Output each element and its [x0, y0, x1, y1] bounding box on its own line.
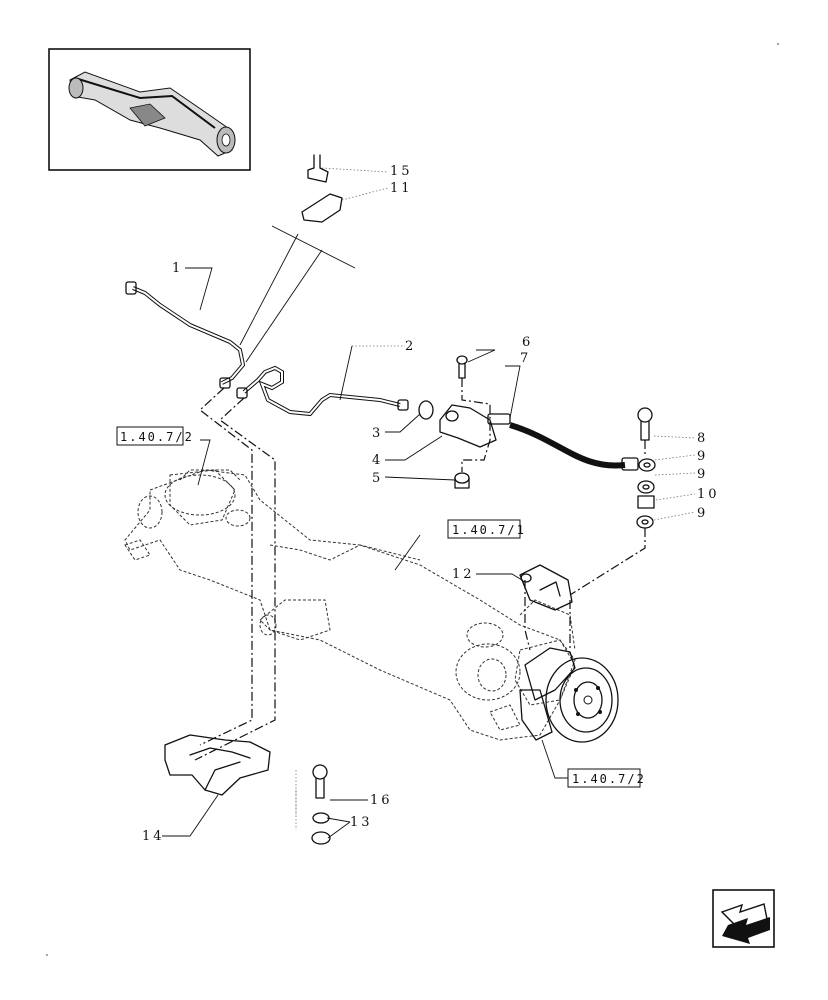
callout-8: 8 — [697, 431, 708, 446]
washer-9a — [638, 458, 656, 472]
nut-3 — [418, 400, 434, 420]
brake-pipe-2 — [236, 365, 409, 417]
bracket-14 — [164, 734, 271, 796]
thumbnail-inset — [48, 48, 251, 171]
assembly-lines — [194, 378, 646, 761]
next-page-arrow-icon — [720, 903, 770, 944]
nut-5 — [454, 472, 470, 489]
union-10 — [637, 495, 655, 509]
callout-11: 11 — [390, 181, 413, 196]
callout-9b: 9 — [697, 467, 708, 482]
reference-label: 1.40.7/2 — [120, 430, 194, 444]
callout-16: 16 — [370, 793, 393, 808]
callout-9a: 9 — [697, 449, 708, 464]
callout-7: 7 — [520, 351, 531, 366]
callout-13: 13 — [350, 815, 373, 830]
washer-9b — [637, 480, 655, 494]
callout-3: 3 — [372, 426, 383, 441]
washer-13a — [312, 812, 330, 824]
reference-label: 1.40.7/2 — [572, 772, 646, 786]
callout-14: 14 — [142, 829, 165, 844]
callout-12: 12 — [452, 567, 475, 582]
clip-15 — [307, 154, 329, 183]
callout-2: 2 — [405, 339, 416, 354]
bracket-11 — [301, 193, 343, 223]
callout-5: 5 — [372, 471, 383, 486]
stray-dot — [46, 954, 48, 956]
bolt-6 — [456, 355, 468, 379]
callout-4: 4 — [372, 453, 383, 468]
banjo-bolt-8 — [637, 407, 653, 441]
wheel-hub — [519, 647, 619, 743]
plate-12 — [519, 564, 573, 611]
washer-13b — [311, 831, 331, 845]
reference-label: 1.40.7/1 — [452, 523, 526, 537]
leader-lines — [162, 167, 696, 839]
axle-housing-outline — [124, 469, 576, 741]
callout-15: 15 — [390, 164, 413, 179]
stray-dot — [777, 43, 779, 45]
reference-box-2[interactable]: 1.40.7/1 — [447, 519, 526, 539]
washer-9c — [636, 515, 654, 529]
callout-1: 1 — [172, 261, 183, 276]
reference-box-1[interactable]: 1.40.7/2 — [116, 426, 194, 446]
callout-10: 10 — [697, 487, 720, 502]
axle-thumbnail-icon — [68, 71, 236, 157]
callout-9c: 9 — [697, 506, 708, 521]
callout-6: 6 — [522, 335, 533, 350]
next-page-button[interactable] — [712, 889, 775, 948]
bracket-4 — [439, 404, 497, 448]
reference-box-3[interactable]: 1.40.7/2 — [567, 768, 646, 788]
flex-hose-7 — [487, 413, 639, 471]
bolt-16 — [312, 764, 328, 799]
brake-pipe-1 — [125, 281, 246, 389]
